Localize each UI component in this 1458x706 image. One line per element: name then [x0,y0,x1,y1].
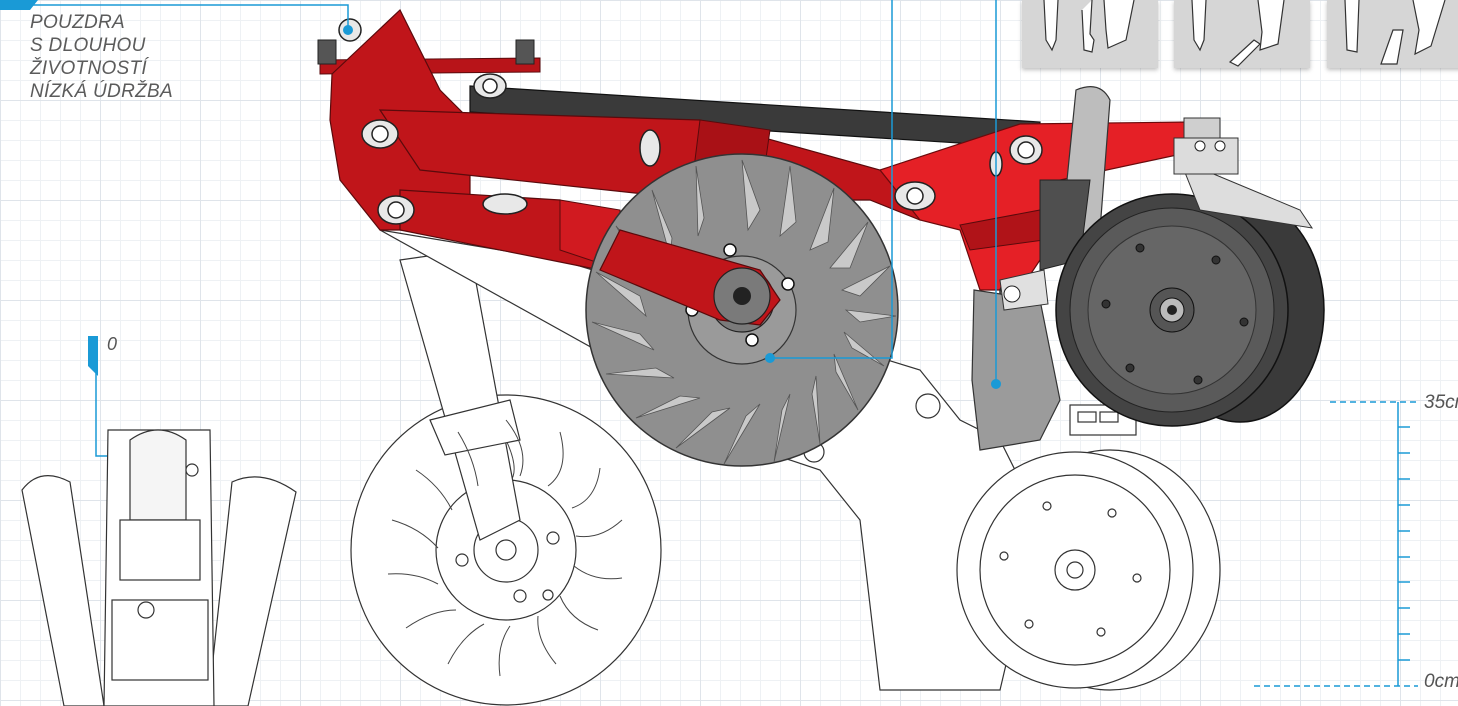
opener-variant-3-icon [1344,0,1446,65]
opener-variant-2-icon [1191,0,1285,67]
gauge-wheel-icon [1055,193,1325,427]
outline-disc-blades [387,419,623,677]
front-view-disc-left [21,475,105,706]
front-view-disc-right [207,476,297,706]
bushing-callout-line-1: POUZDRA [30,12,125,33]
front-view-zero-label: 0 [107,334,118,354]
depth-scale-bottom-label: 0cm [1424,671,1458,692]
gauge-wheel-arm [1179,159,1314,229]
bolt-right [515,39,535,65]
callout-tab-top [0,0,38,10]
callout-line-bushing [0,4,349,30]
front-view-assembly [21,429,297,706]
depth-scale-ticks [1398,426,1410,661]
opener-variant-thumbnail-2[interactable] [1174,0,1310,68]
depth-scale-top-label: 35cm [1424,392,1458,413]
depth-scale [1254,401,1418,687]
depth-bracket [1173,137,1239,175]
seed-opener-icon [971,289,1061,451]
rear-outline-assembly [350,229,1221,706]
opener-variant-thumbnail-3[interactable] [1327,0,1458,68]
bushing-callout-text: POUZDRA S DLOUHOU ŽIVOTNOSTÍ NÍZKÁ ÚDRŽB… [30,11,173,103]
bushing-callout-line-2: S DLOUHOU [30,35,146,56]
bushing-callout-line-4: NÍZKÁ ÚDRŽBA [30,81,173,102]
bolt-left [317,39,337,65]
bushing-callout-line-3: ŽIVOTNOSTÍ [30,58,147,79]
callout-tab-zero [88,336,98,376]
opener-variant-thumbnail-1[interactable] [1022,0,1158,68]
callout-line-coulter [770,0,893,359]
opener-variant-1-icon [1043,0,1135,53]
